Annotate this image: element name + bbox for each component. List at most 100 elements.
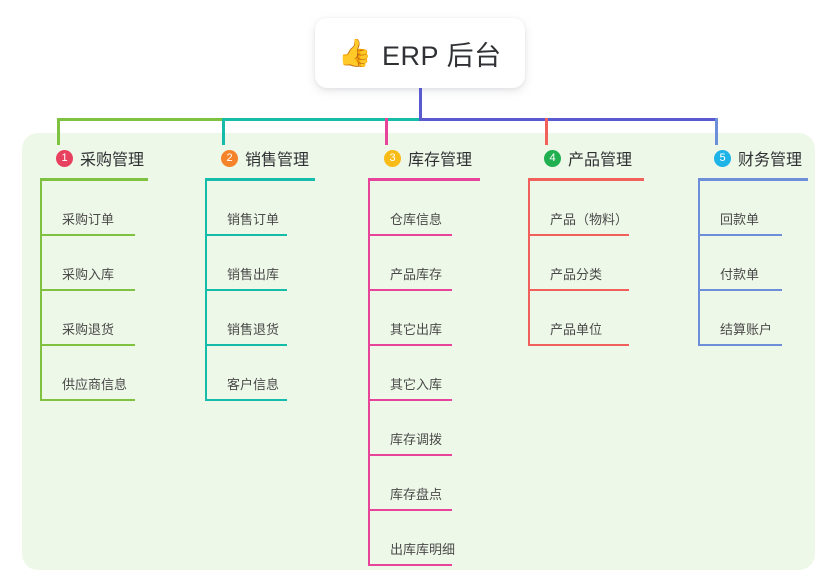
root-node-card[interactable]: 👍 ERP 后台 [315,18,525,88]
branch-header-rule-3 [368,178,480,181]
branch-header-rule-1 [40,178,148,181]
branch-item-label: 产品库存 [390,267,443,282]
branch-drop-connector-1 [57,118,60,145]
branch-spine-1 [40,181,42,401]
branch-item[interactable]: 仓库信息 [368,181,480,236]
branch-item-list-2: 销售订单销售出库销售退货客户信息 [205,181,315,401]
branch-column-5: 5 财务管理回款单付款单结算账户 [698,145,808,346]
branch-item[interactable]: 销售退货 [205,291,315,346]
branch-item-rule [205,399,287,401]
branch-item-label: 产品单位 [550,322,603,337]
branch-header-5[interactable]: 5 财务管理 [698,145,808,171]
branch-item[interactable]: 采购入库 [40,236,148,291]
branch-spine-3 [368,181,370,566]
branch-item-label: 销售出库 [227,267,280,282]
branch-item-list-5: 回款单付款单结算账户 [698,181,808,346]
branch-item[interactable]: 其它入库 [368,346,480,401]
branch-item[interactable]: 出库库明细 [368,511,480,566]
branch-item[interactable]: 结算账户 [698,291,808,346]
branch-item-label: 销售订单 [227,212,280,227]
branch-header-rule-5 [698,178,808,181]
branch-header-rule-4 [528,178,644,181]
branch-item-label: 出库库明细 [390,542,456,557]
branch-item-label: 库存调拨 [390,432,443,447]
branch-item-label: 供应商信息 [62,377,128,392]
branch-badge-4: 4 [544,149,561,167]
branch-item-label: 采购退货 [62,322,115,337]
root-stem-connector [419,88,422,121]
branch-item[interactable]: 回款单 [698,181,808,236]
branch-item-label: 采购订单 [62,212,115,227]
branch-item-rule [205,289,287,291]
branch-item-rule [205,344,287,346]
branch-item-rule [368,509,452,511]
branch-item-label: 付款单 [720,267,760,282]
branch-item[interactable]: 供应商信息 [40,346,148,401]
branch-item-list-1: 采购订单采购入库采购退货供应商信息 [40,181,148,401]
branch-header-rule-2 [205,178,315,181]
branch-item[interactable]: 库存盘点 [368,456,480,511]
branch-column-3: 3 库存管理仓库信息产品库存其它出库其它入库库存调拨库存盘点出库库明细 [368,145,480,566]
branch-title-5: 财务管理 [738,152,803,169]
branch-item-label: 客户信息 [227,377,280,392]
branch-item[interactable]: 采购订单 [40,181,148,236]
branch-item-rule [368,454,452,456]
branch-item-rule [368,234,452,236]
bus-segment-left [57,118,222,121]
branch-item[interactable]: 付款单 [698,236,808,291]
branch-item[interactable]: 客户信息 [205,346,315,401]
branch-drop-connector-5 [715,118,718,145]
branch-column-1: 1 采购管理采购订单采购入库采购退货供应商信息 [40,145,148,401]
branch-item-label: 销售退货 [227,322,280,337]
branch-item[interactable]: 产品（物料） [528,181,644,236]
branch-item[interactable]: 产品单位 [528,291,644,346]
thumbs-up-icon: 👍 [338,37,373,68]
branch-item-label: 产品分类 [550,267,603,282]
branch-item[interactable]: 销售出库 [205,236,315,291]
branch-item-rule [528,234,629,236]
branch-title-1: 采购管理 [80,152,145,169]
branch-item-rule [368,344,452,346]
branch-spine-2 [205,181,207,401]
branch-spine-4 [528,181,530,346]
branch-drop-connector-2 [222,118,225,145]
branch-item-rule [528,344,629,346]
branch-drop-connector-4 [545,118,548,145]
branch-item[interactable]: 采购退货 [40,291,148,346]
branch-item-rule [40,399,135,401]
root-node-title: ERP 后台 [382,40,502,71]
branch-item-rule [40,344,135,346]
branch-item-label: 结算账户 [720,322,773,337]
branch-item-rule [528,289,629,291]
branch-header-1[interactable]: 1 采购管理 [40,145,148,171]
branch-title-2: 销售管理 [245,152,310,169]
branch-item-list-3: 仓库信息产品库存其它出库其它入库库存调拨库存盘点出库库明细 [368,181,480,566]
branch-item-label: 仓库信息 [390,212,443,227]
bus-segment-mid [222,118,422,121]
branch-item[interactable]: 其它出库 [368,291,480,346]
branch-item-rule [368,564,452,566]
branch-item-label: 其它出库 [390,322,443,337]
branch-item-rule [698,344,782,346]
branch-item-label: 库存盘点 [390,487,443,502]
branch-spine-5 [698,181,700,346]
branch-item[interactable]: 产品分类 [528,236,644,291]
branch-item-label: 回款单 [720,212,760,227]
branch-badge-5: 5 [714,149,731,167]
branch-item-rule [40,289,135,291]
branch-item-label: 其它入库 [390,377,443,392]
branch-item-rule [40,234,135,236]
branch-item[interactable]: 销售订单 [205,181,315,236]
branch-badge-3: 3 [384,149,401,167]
branch-header-3[interactable]: 3 库存管理 [368,145,480,171]
branch-badge-1: 1 [56,149,73,167]
branch-drop-connector-3 [385,118,388,145]
branch-title-3: 库存管理 [408,152,473,169]
branch-item[interactable]: 产品库存 [368,236,480,291]
branch-item-rule [698,234,782,236]
branch-item-label: 产品（物料） [550,212,629,227]
branch-item[interactable]: 库存调拨 [368,401,480,456]
